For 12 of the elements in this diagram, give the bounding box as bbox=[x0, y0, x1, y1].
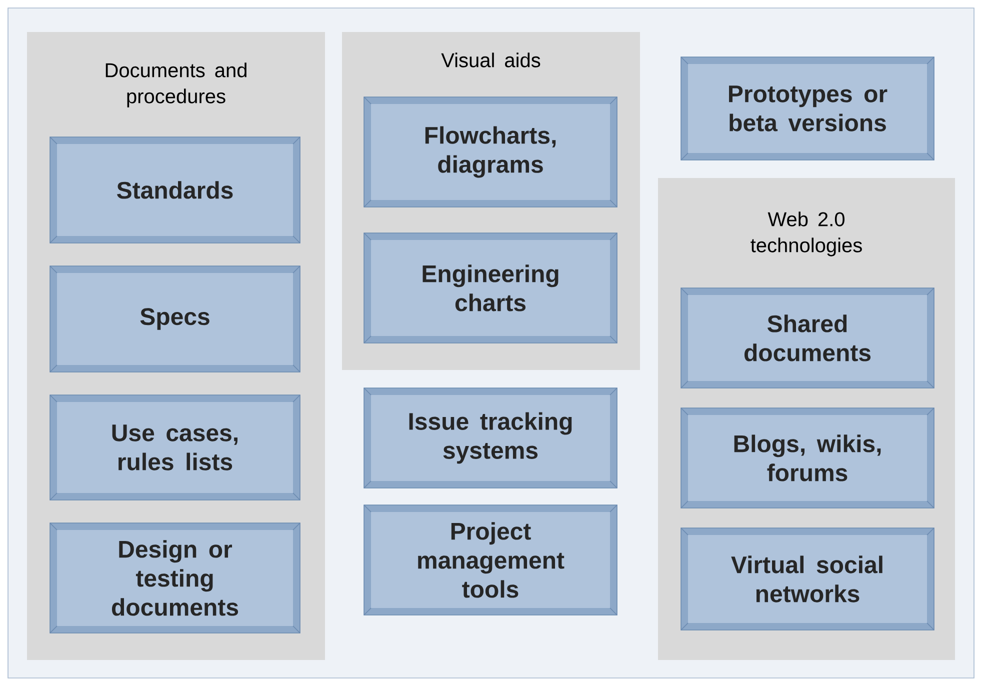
bevel-box: Design or testing documents bbox=[50, 522, 300, 634]
bevel-box: Flowcharts, diagrams bbox=[364, 96, 618, 208]
bevel-box: Standards bbox=[50, 136, 300, 244]
bevel-box: Project management tools bbox=[364, 504, 618, 616]
bevel-box: Specs bbox=[50, 266, 300, 372]
bevel-box: Prototypes or beta versions bbox=[680, 56, 934, 160]
bevel-box: Engineering charts bbox=[364, 232, 618, 344]
bevel-box: Issue tracking systems bbox=[364, 388, 618, 488]
bevel-box: Virtual social networks bbox=[680, 528, 934, 630]
bevel-box: Blogs, wikis, forums bbox=[680, 408, 934, 508]
bevel-box: Shared documents bbox=[680, 288, 934, 388]
bevel-box: Use cases, rules lists bbox=[50, 394, 300, 500]
